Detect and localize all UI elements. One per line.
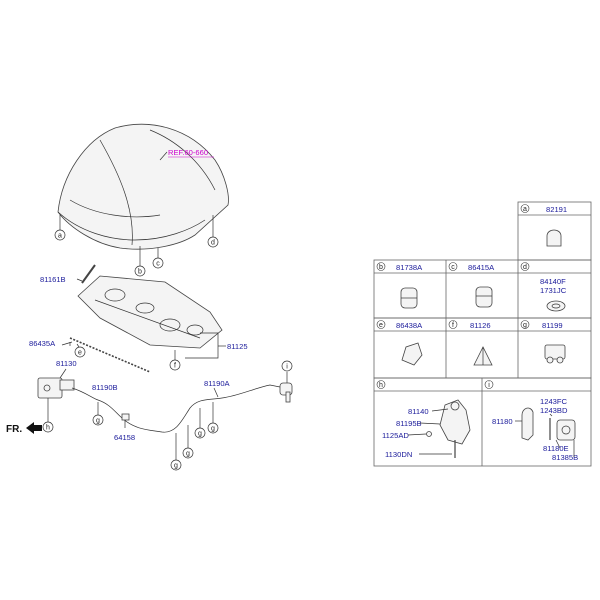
svg-text:d: d <box>211 240 215 247</box>
svg-text:f: f <box>174 363 176 370</box>
part-81161B: 81161B <box>40 275 66 284</box>
lever-bracket-icon <box>556 419 576 441</box>
plug-icon <box>475 286 493 308</box>
svg-text:b: b <box>379 264 383 271</box>
part-86435A: 86435A <box>29 339 56 348</box>
svg-text:c: c <box>156 261 160 268</box>
front-direction-label: FR. <box>6 424 22 435</box>
release-handle <box>279 382 293 403</box>
legend-grid <box>373 201 592 467</box>
svg-text:81180E: 81180E <box>543 444 569 453</box>
callout-b: b <box>134 265 146 277</box>
svg-text:f: f <box>452 322 454 329</box>
callout-f: f <box>169 359 181 371</box>
svg-text:1243BD: 1243BD <box>540 406 568 415</box>
release-lever-icon <box>521 407 534 441</box>
svg-text:i: i <box>286 364 288 371</box>
svg-text:g: g <box>198 431 202 438</box>
washer-icon <box>546 300 566 312</box>
callout-i-main: i <box>281 360 293 372</box>
svg-text:e: e <box>379 322 383 329</box>
svg-text:1130DN: 1130DN <box>385 450 412 459</box>
legend-cell-i: i 81180 1243FC 1243BD 81180E 81385B <box>484 380 578 462</box>
legend-cell-b: b 81738A <box>376 262 423 309</box>
svg-text:86415A: 86415A <box>468 263 495 272</box>
part-81125: 81125 <box>227 342 248 351</box>
svg-text:81199: 81199 <box>542 321 563 330</box>
svg-text:g: g <box>186 451 190 458</box>
callout-h-main: h <box>42 421 54 433</box>
callout-d: d <box>207 236 219 248</box>
svg-text:d: d <box>523 264 527 271</box>
legend-cell-e: e 86438A <box>376 320 423 366</box>
svg-text:g: g <box>96 418 100 425</box>
part-81190B: 81190B <box>92 383 118 392</box>
svg-text:81180: 81180 <box>492 417 513 426</box>
bumper-stop-icon <box>546 229 562 247</box>
callout-a: a <box>54 229 66 241</box>
svg-text:1731JC: 1731JC <box>540 286 567 295</box>
part-81190A: 81190A <box>204 379 231 388</box>
legend-cell-f: f 81126 <box>448 320 493 366</box>
svg-text:81140: 81140 <box>408 407 429 416</box>
svg-text:81738A: 81738A <box>396 263 423 272</box>
part-81130: 81130 <box>56 359 77 368</box>
safety-catch-icon <box>439 399 471 445</box>
svg-text:g: g <box>211 426 215 433</box>
svg-text:h: h <box>46 425 50 432</box>
callout-e: e <box>74 346 86 358</box>
callout-g-4: g <box>194 427 206 439</box>
svg-text:g: g <box>523 322 527 329</box>
legend-cell-c: c 86415A <box>448 262 495 308</box>
svg-text:1243FC: 1243FC <box>540 397 568 406</box>
legend-cell-a: a 82191 <box>520 204 567 247</box>
hood-insulator <box>77 275 223 349</box>
svg-text:a: a <box>523 206 527 213</box>
svg-text:e: e <box>78 350 82 357</box>
svg-text:86438A: 86438A <box>396 321 423 330</box>
svg-text:81385B: 81385B <box>552 453 578 462</box>
svg-text:1125AD: 1125AD <box>382 431 409 440</box>
part-64158: 64158 <box>114 433 135 442</box>
clip-icon <box>401 342 423 366</box>
legend-cell-g: g 81199 <box>520 320 566 364</box>
callout-g-3: g <box>182 447 194 459</box>
svg-text:b: b <box>138 269 142 276</box>
callout-c: c <box>152 257 164 269</box>
hood-latch <box>37 377 75 399</box>
svg-text:81126: 81126 <box>470 321 491 330</box>
ref-label: REF.60-660 <box>168 148 208 157</box>
legend-cell-d: d 84140F 1731JC <box>520 262 567 312</box>
callout-g-1: g <box>92 414 104 426</box>
callout-g-2: g <box>170 459 182 471</box>
front-arrow-icon <box>26 422 42 434</box>
svg-text:i: i <box>488 382 490 389</box>
svg-text:84140F: 84140F <box>540 277 566 286</box>
cable-clip-icon <box>544 344 566 360</box>
svg-text:c: c <box>451 264 455 271</box>
svg-text:h: h <box>379 382 383 389</box>
svg-text:a: a <box>58 233 62 240</box>
svg-text:81195B: 81195B <box>396 419 422 428</box>
svg-text:82191: 82191 <box>546 205 567 214</box>
legend-cell-h: h 81140 81195B 1125AD 1130DN <box>376 380 471 459</box>
hood-panel <box>57 123 229 250</box>
svg-text:g: g <box>174 463 178 470</box>
callout-g-5: g <box>207 422 219 434</box>
